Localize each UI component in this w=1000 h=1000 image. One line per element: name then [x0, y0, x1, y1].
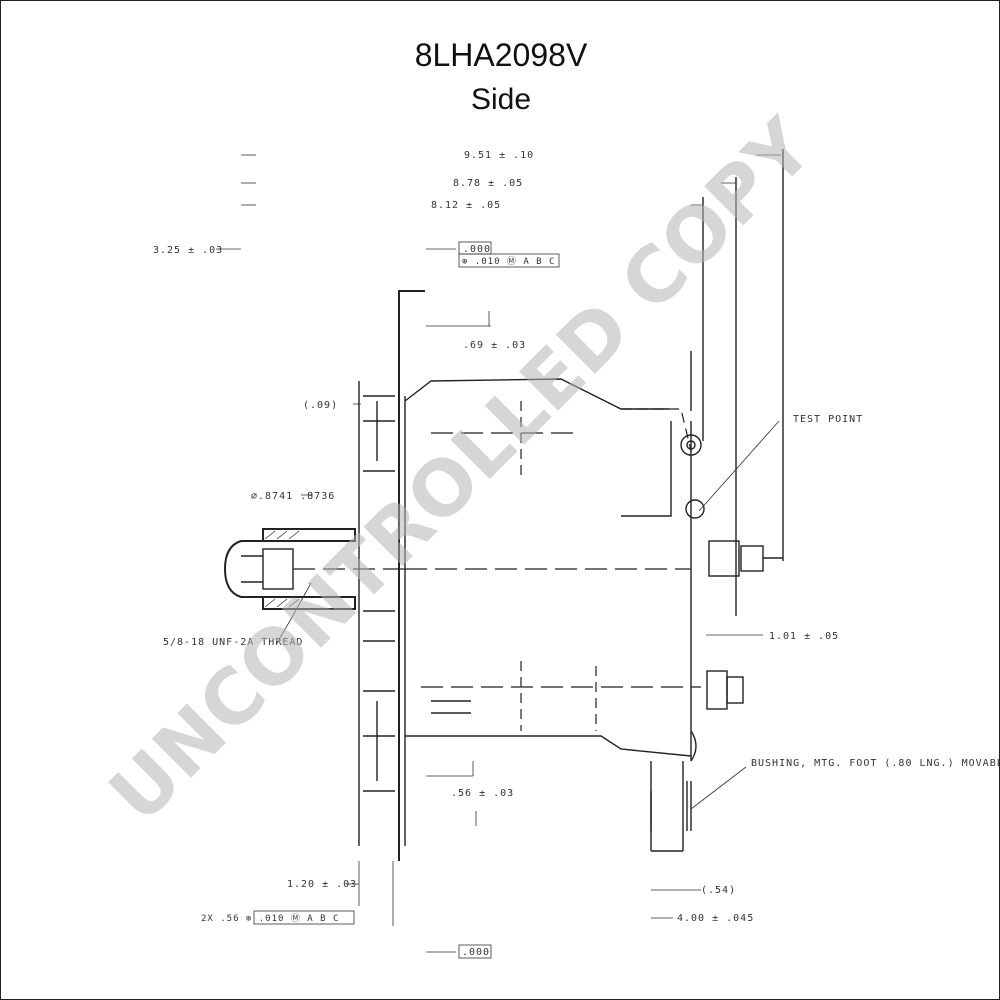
- fcf-boxes: [253, 241, 560, 959]
- view-title: Side: [470, 83, 532, 116]
- dim-8-12: 8.12 ± .05: [431, 200, 501, 211]
- uncontrolled-copy-watermark: UNCONTROLLED COPY: [92, 101, 830, 839]
- dim-3-25: 3.25 ± .03: [153, 245, 223, 256]
- dim-54: (.54): [701, 885, 736, 896]
- ref-000-top: .000: [463, 244, 491, 255]
- leader-lines: [276, 311, 780, 953]
- rear-terminals: [680, 351, 783, 831]
- dim-bore: ⌀.8741 .8736: [251, 491, 335, 502]
- thread-callout: 5/8-18 UNF-2A THREAD: [163, 637, 303, 648]
- model-title: 8LHA2098V: [414, 37, 588, 73]
- dim-1-01: 1.01 ± .05: [769, 631, 839, 642]
- dim-8-78: 8.78 ± .05: [453, 178, 523, 189]
- shaft-and-nut: [223, 528, 405, 610]
- alternator-body: [358, 290, 701, 861]
- bushing-callout: BUSHING, MTG. FOOT (.80 LNG.) MOVABLE: [751, 758, 1000, 769]
- dimension-labels: 9.51 ± .10 8.78 ± .05 8.12 ± .05 3.25 ± …: [153, 150, 1000, 958]
- fcf-bottom: 2X .56 ⊕ .010 Ⓜ A B C: [201, 913, 339, 924]
- ref-000-bottom: .000: [462, 947, 490, 958]
- dim-9-51: 9.51 ± .10: [464, 150, 534, 161]
- dim-09: (.09): [303, 400, 338, 411]
- dim-1-20: 1.20 ± .03: [287, 879, 357, 890]
- dim-56: .56 ± .03: [451, 788, 514, 799]
- dim-4-00: 4.00 ± .045: [677, 913, 754, 924]
- dim-69: .69 ± .03: [463, 340, 526, 351]
- test-point-label: TEST POINT: [793, 414, 863, 425]
- top-dimension-lines: [216, 149, 784, 616]
- fcf-top: ⊕ .010 Ⓜ A B C: [462, 256, 555, 267]
